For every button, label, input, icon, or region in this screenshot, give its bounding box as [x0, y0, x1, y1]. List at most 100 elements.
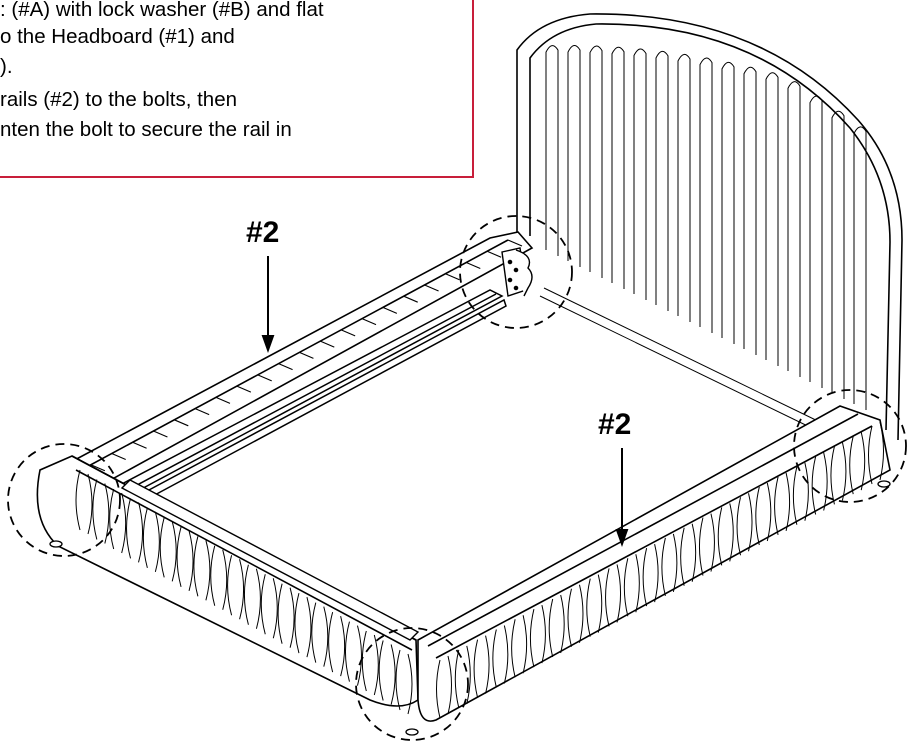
pleat-line — [153, 430, 168, 438]
pleat-line — [239, 559, 245, 620]
pleat-line — [361, 318, 377, 326]
left-side-rail — [54, 231, 534, 489]
pleat-line — [485, 635, 490, 694]
pleat-line — [126, 498, 132, 559]
pleat-line — [507, 239, 523, 247]
pleat-line — [222, 549, 228, 610]
pleat-line — [278, 363, 293, 371]
pleat-line — [111, 453, 126, 461]
pleat-line — [171, 521, 177, 582]
pleat-line — [466, 645, 471, 704]
pleat-line — [340, 615, 346, 677]
pleat-line — [597, 574, 603, 633]
pleat-line — [132, 441, 147, 449]
pleat-line — [868, 425, 873, 485]
pleat-line — [361, 630, 367, 692]
pleat-line — [849, 436, 854, 495]
pleat-line — [661, 537, 666, 597]
pleat-line — [227, 555, 233, 616]
pleat-line — [194, 408, 210, 416]
pleat-line — [830, 446, 835, 505]
left-rail-pleats — [69, 239, 523, 483]
pleat-line — [154, 511, 160, 573]
pleat-line — [860, 432, 866, 491]
instruction-line-5: nten the bolt to secure the rail in — [0, 118, 292, 141]
pleat-line — [748, 493, 753, 552]
detail-circle-right-corner — [793, 389, 907, 503]
pleat-line — [811, 456, 817, 515]
pleat-line — [680, 527, 685, 586]
pleat-line — [260, 574, 266, 635]
footboard — [36, 455, 419, 715]
pleat-line — [473, 639, 479, 698]
instruction-line-2: o the Headboard (#1) and — [0, 25, 235, 48]
pleat-line — [289, 587, 295, 648]
pleat-line — [328, 611, 334, 673]
pleat-line — [635, 554, 640, 613]
pleat-line — [785, 472, 791, 531]
rail-bracket — [501, 247, 533, 297]
pleat-line — [90, 464, 106, 472]
pleat-line — [378, 640, 384, 701]
pleat-line — [294, 593, 300, 654]
back-edge — [539, 287, 825, 433]
headboard-channels — [545, 45, 867, 410]
pleat-line — [75, 469, 81, 531]
pleat-line — [672, 533, 678, 593]
pleat-line — [710, 513, 715, 572]
pleat-line — [104, 483, 110, 544]
pleat-line — [403, 295, 418, 303]
pleat-line — [560, 594, 565, 654]
pleat-line — [215, 396, 231, 404]
pleat-line — [589, 45, 603, 278]
pleat-line — [255, 568, 261, 629]
pleat-line — [109, 488, 115, 550]
pleat-line — [755, 486, 760, 546]
pleat-line — [323, 606, 329, 667]
pleat-line — [831, 110, 845, 399]
pleat-line — [548, 598, 554, 658]
pleat-line — [395, 649, 401, 711]
detail-circle-left-corner — [7, 443, 121, 557]
pleat-line — [424, 284, 439, 292]
pleat-line — [344, 621, 350, 682]
pleat-line — [774, 476, 779, 535]
pleat-line — [699, 57, 713, 333]
right-side-rail — [417, 405, 891, 722]
instruction-line-1: : (#A) with lock washer (#B) and flat — [0, 0, 324, 21]
pleat-line — [717, 507, 723, 566]
pleat-line — [311, 602, 317, 663]
pleat-line — [466, 261, 481, 269]
pleat-line — [486, 250, 502, 258]
headboard — [516, 13, 903, 441]
pleat-line — [176, 526, 182, 587]
pleat-line — [188, 530, 194, 591]
pleat-line — [545, 45, 559, 256]
pleat-line — [633, 48, 647, 300]
pleat-line — [522, 615, 528, 674]
pleat-line — [698, 517, 704, 576]
pleat-line — [765, 72, 779, 366]
center-support-rail — [116, 289, 507, 505]
pleat-line — [121, 492, 127, 554]
pleat-line — [655, 50, 669, 311]
pleat-line — [205, 540, 211, 601]
detail-circle-headboard-joint — [459, 215, 573, 329]
detail-circles — [7, 215, 907, 741]
pleat-line — [809, 95, 823, 388]
pleat-line — [243, 564, 249, 625]
pleat-line — [159, 517, 165, 578]
pleat-line — [92, 479, 98, 540]
pleat-line — [541, 605, 546, 664]
pleat-line — [272, 578, 278, 639]
pleat-line — [87, 473, 93, 535]
pleat-line — [445, 273, 460, 281]
pleat-line — [236, 385, 252, 393]
pleat-line — [787, 81, 801, 377]
footboard-top-rail — [120, 479, 420, 641]
pleat-line — [792, 466, 798, 525]
pleat-line — [193, 536, 199, 597]
pleat-line — [654, 543, 659, 603]
pleat-line — [306, 597, 312, 658]
